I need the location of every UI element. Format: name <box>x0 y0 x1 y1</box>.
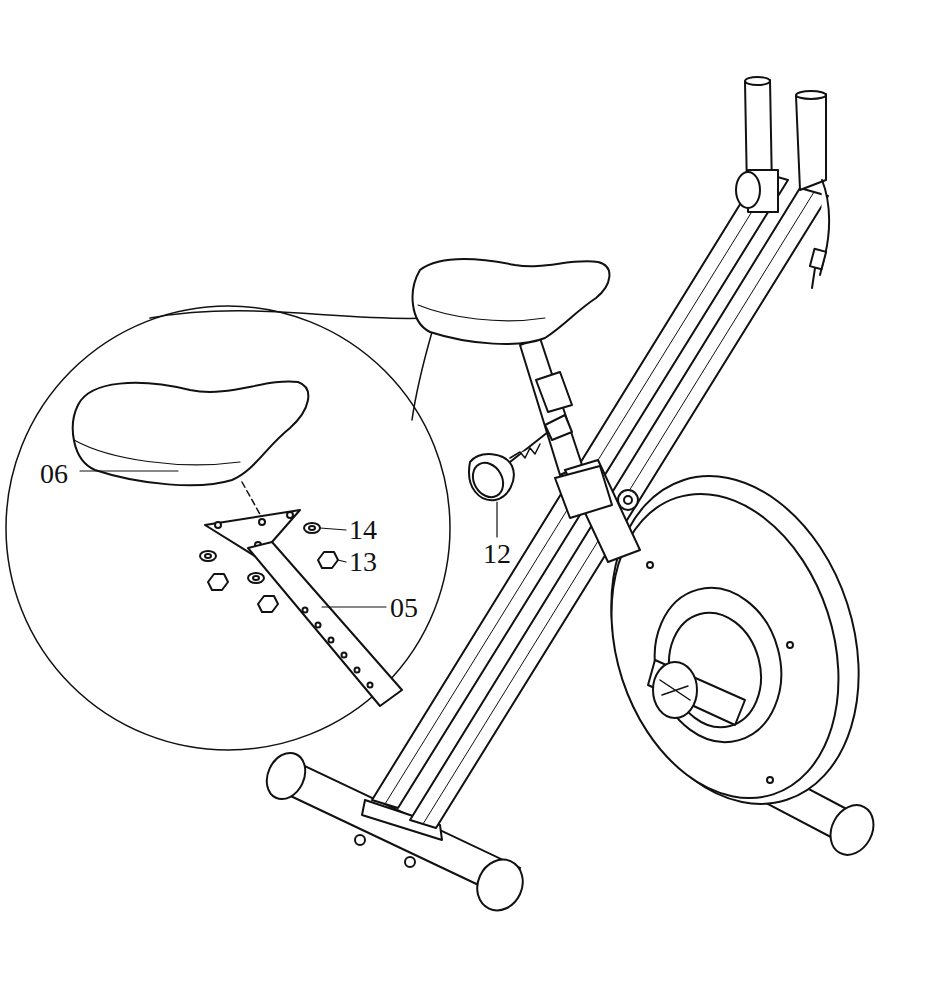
seat <box>413 259 610 344</box>
detail-circle <box>6 306 450 750</box>
callout-number: 06 <box>40 460 68 488</box>
adjustment-knob <box>467 432 548 503</box>
callout-number: 14 <box>349 516 377 544</box>
leader-line <box>80 471 497 607</box>
main-frame <box>372 172 828 828</box>
callout-number: 05 <box>390 594 418 622</box>
callout-number: 13 <box>349 548 377 576</box>
handlebar <box>736 77 829 288</box>
detail-tail <box>412 332 432 420</box>
flywheel-housing <box>571 444 899 836</box>
inset-seat <box>73 381 402 706</box>
callout-number: 12 <box>483 540 511 568</box>
seat-post <box>520 338 640 562</box>
detail-tail <box>150 311 428 319</box>
